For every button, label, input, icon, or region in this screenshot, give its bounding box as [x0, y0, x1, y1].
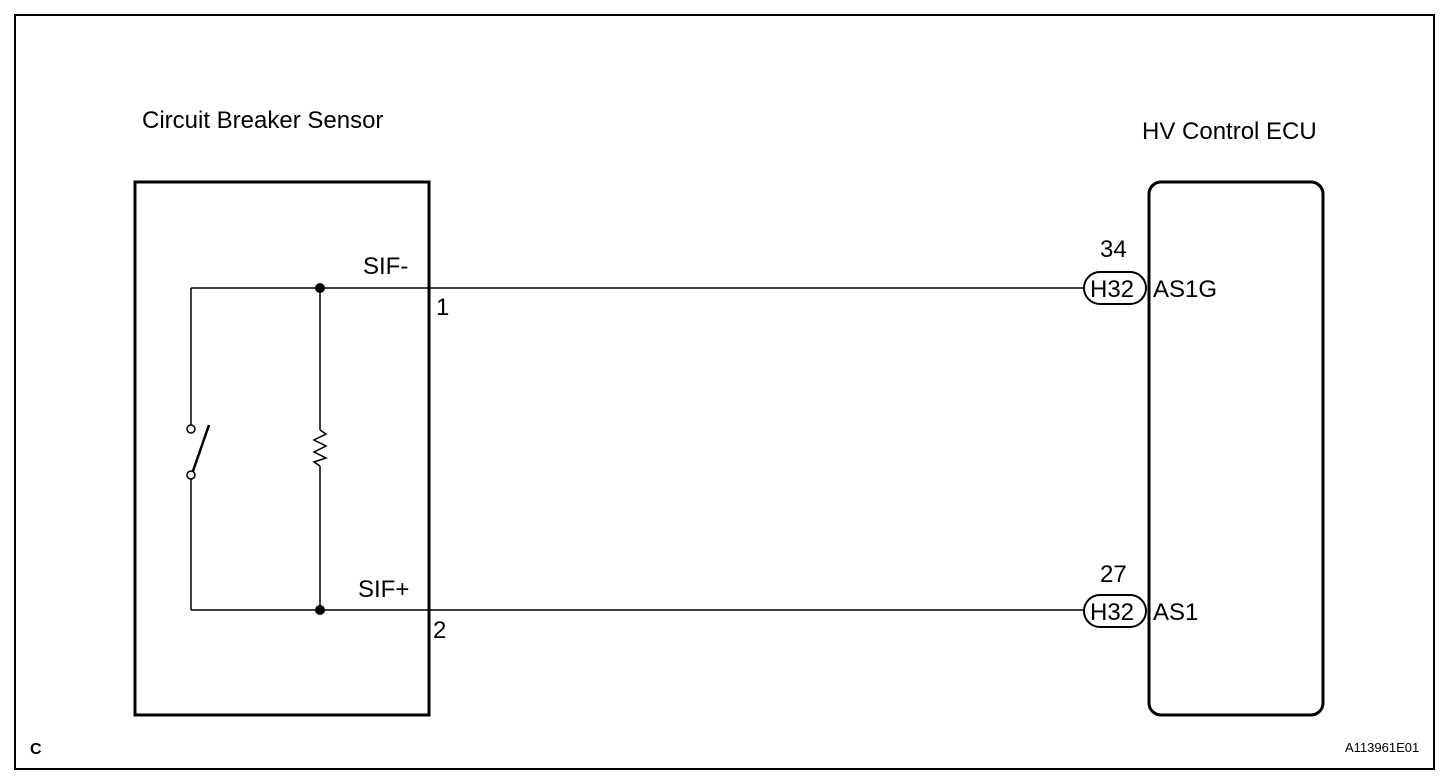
- terminal-as1: AS1: [1153, 599, 1198, 626]
- pin-2: 2: [433, 617, 446, 644]
- corner-code: C: [30, 741, 42, 758]
- connector-h32-top-label: H32: [1090, 276, 1134, 303]
- pin-1: 1: [436, 294, 449, 321]
- connector-pin-34: 34: [1100, 236, 1127, 263]
- terminal-as1g: AS1G: [1153, 276, 1217, 303]
- diagram-frame: [14, 14, 1435, 770]
- connector-pin-27: 27: [1100, 561, 1127, 588]
- terminal-sif-plus: SIF+: [358, 576, 409, 603]
- resistor-symbol: [312, 429, 328, 467]
- sensor-internal-circuit: [190, 287, 1085, 611]
- connector-h32-bottom-label: H32: [1090, 599, 1134, 626]
- junction-dot-bottom: [315, 605, 325, 615]
- connector-h32-top: [1083, 271, 1147, 305]
- terminal-sif-minus: SIF-: [363, 253, 408, 280]
- figure-id: A113961E01: [1345, 740, 1419, 755]
- sensor-box: [133, 180, 431, 717]
- ecu-title: HV Control ECU: [1142, 118, 1317, 145]
- connector-h32-bottom: [1083, 594, 1147, 628]
- junction-dot-top: [315, 283, 325, 293]
- switch-symbol: [186, 424, 211, 480]
- sensor-title: Circuit Breaker Sensor: [142, 107, 383, 134]
- ecu-box: [1147, 180, 1325, 717]
